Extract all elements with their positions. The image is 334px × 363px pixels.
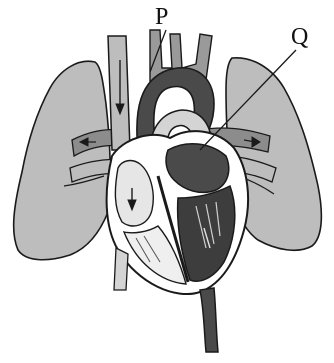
inferior-vena-cava [114,248,128,290]
descending-aorta [200,288,218,352]
superior-vena-cava [108,36,130,150]
label-p: P [155,5,168,29]
label-q: Q [291,25,308,49]
